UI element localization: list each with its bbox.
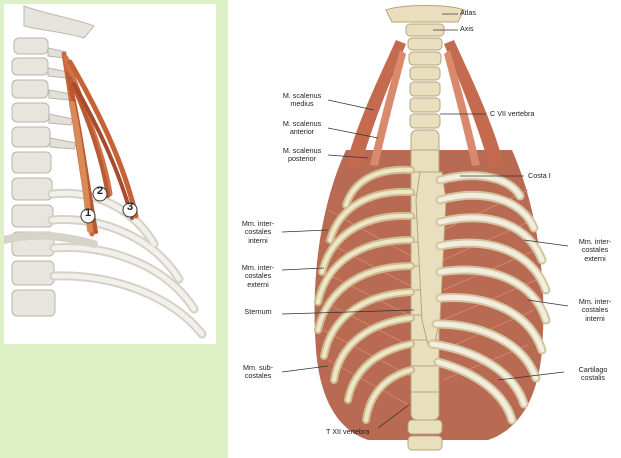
- thorax-diagram-panel: Atlas Axis M. scalenus medius C VII vert…: [228, 0, 621, 458]
- scalene-detail-panel: 1 2 3: [4, 4, 216, 344]
- label-t12: T XII vertebra: [326, 427, 370, 436]
- label-intercostales-externi-right: Mm. inter- costales externi: [578, 237, 612, 263]
- cervical-spine: [11, 37, 56, 317]
- marker-3: [122, 202, 138, 218]
- marker-1-label: 1: [84, 207, 92, 219]
- marker-3-label: 3: [126, 201, 134, 213]
- label-intercostales-interni-right: Mm. inter- costales interni: [578, 297, 612, 323]
- scalene-muscles-thorax: [346, 40, 504, 168]
- label-c7: C VII vertebra: [490, 109, 535, 118]
- label-axis: Axis: [460, 24, 474, 33]
- marker-1: [80, 208, 96, 224]
- label-cartilago-costalis: Cartilago costalis: [578, 365, 608, 383]
- marker-2: [92, 186, 108, 202]
- label-intercostales-interni-left: Mm. inter- costales interni: [241, 219, 275, 245]
- label-sternum: Sternum: [244, 307, 272, 316]
- label-costa: Costa I: [528, 171, 551, 180]
- thorax-illustration: [281, 5, 569, 451]
- label-scalenus-anterior: M. scalenus anterior: [282, 119, 322, 137]
- leader-lines: [281, 13, 569, 429]
- label-scalenus-posterior: M. scalenus posterior: [282, 146, 322, 164]
- label-scalenus-medius: M. scalenus medius: [282, 91, 322, 109]
- scalene-illustration: [4, 5, 207, 339]
- label-atlas: Atlas: [460, 8, 476, 17]
- marker-2-label: 2: [96, 185, 104, 197]
- label-intercostales-externi-left: Mm. inter- costales externi: [241, 263, 275, 289]
- label-subcostales: Mm. sub- costales: [243, 363, 273, 381]
